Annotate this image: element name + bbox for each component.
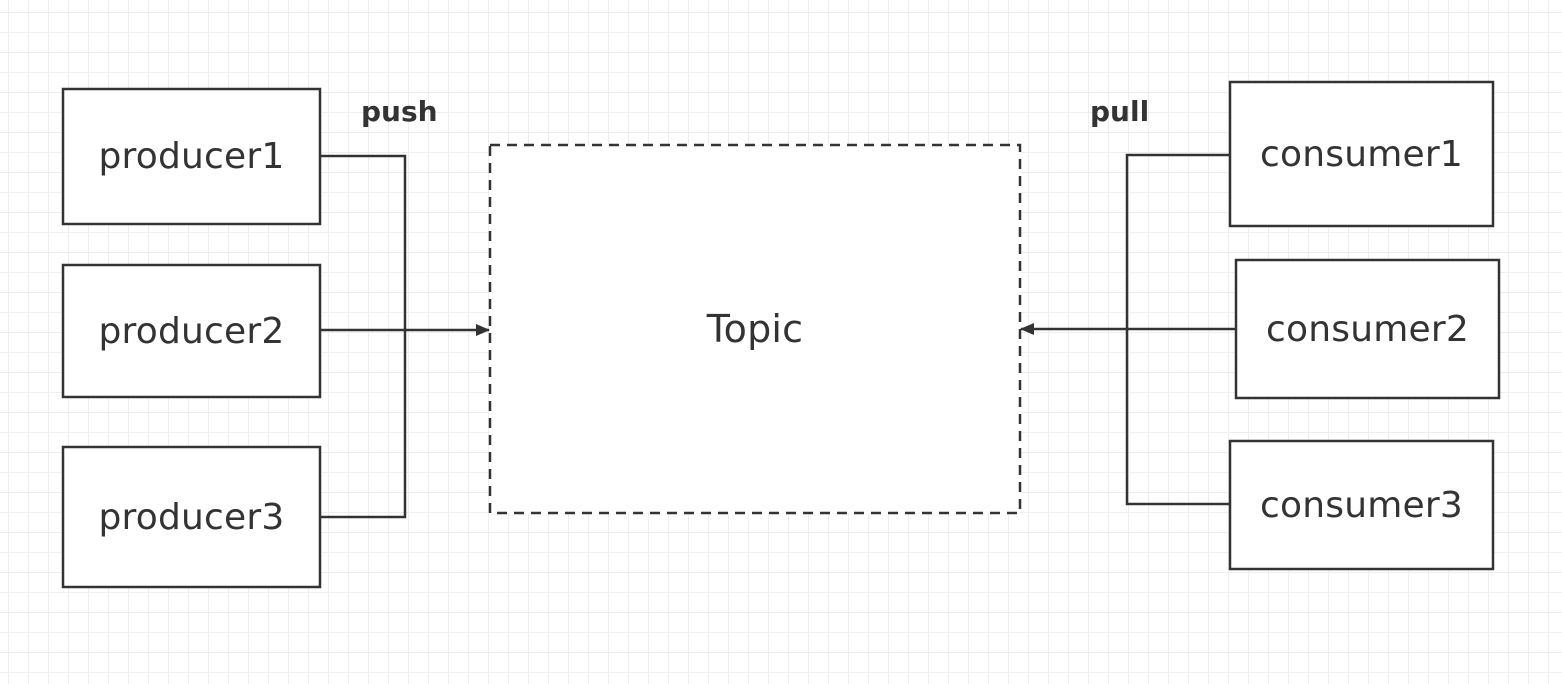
topic-box[interactable] bbox=[488, 143, 1022, 515]
push-connector-producer3 bbox=[320, 330, 407, 519]
push-connector-producer1 bbox=[320, 154, 407, 330]
consumer2-label: consumer2 bbox=[1266, 308, 1469, 350]
push-label: push bbox=[361, 95, 438, 128]
producer1-box[interactable] bbox=[61, 87, 322, 226]
pull-connector-consumer1 bbox=[1125, 153, 1230, 329]
producer2-box[interactable] bbox=[61, 263, 322, 399]
producer1-label: producer1 bbox=[98, 136, 285, 177]
producer3-box[interactable] bbox=[61, 445, 322, 589]
consumer3-label: consumer3 bbox=[1260, 484, 1463, 526]
producer2-label: producer2 bbox=[98, 310, 285, 352]
pull-connector-consumer3 bbox=[1125, 329, 1230, 506]
pull-label: pull bbox=[1090, 95, 1150, 128]
producer3-label: producer3 bbox=[98, 496, 285, 538]
consumer1-label: consumer1 bbox=[1260, 133, 1463, 175]
topic-label: Topic bbox=[706, 307, 804, 351]
